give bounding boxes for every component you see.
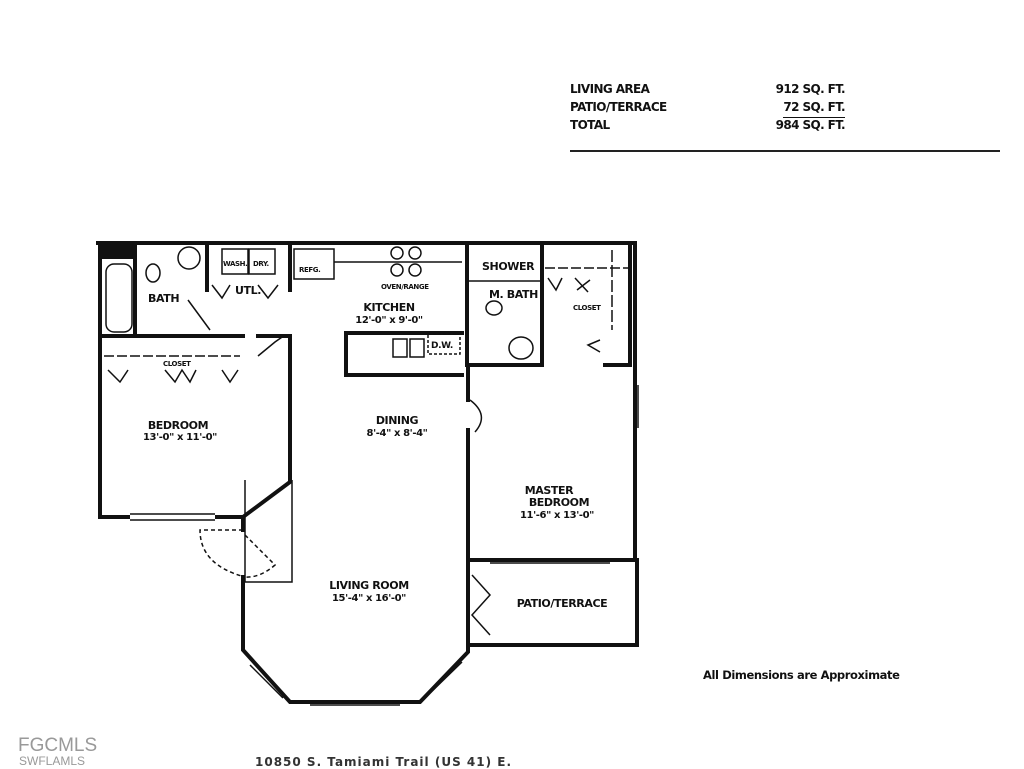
- label-living: LIVING ROOM: [329, 579, 409, 592]
- label-oven-range: OVEN/RANGE: [381, 283, 429, 291]
- label-closet-master: CLOSET: [573, 304, 601, 312]
- label-kitchen-dims: 12'-0" x 9'-0": [355, 315, 423, 326]
- label-bath: BATH: [148, 292, 179, 305]
- label-master: MASTER: [525, 484, 574, 497]
- address-text: 10850 S. Tamiami Trail (US 41) E.: [255, 755, 513, 769]
- area-label: PATIO/TERRACE: [570, 100, 667, 114]
- label-dining-dims: 8'-4" x 8'-4": [367, 428, 428, 439]
- label-shower: SHOWER: [482, 260, 535, 273]
- label-mbath: M. BATH: [489, 288, 538, 301]
- area-table: LIVING AREA 912 SQ. FT. PATIO/TERRACE 72 S…: [570, 82, 846, 136]
- label-living-dims: 15'-4" x 16'-0": [332, 593, 406, 604]
- area-value: 984 SQ. FT.: [775, 118, 846, 132]
- label-bedroom-dims: 13'-0" x 11'-0": [143, 432, 217, 443]
- area-value: 72 SQ. FT.: [783, 100, 846, 118]
- label-wash: WASH.: [223, 260, 247, 268]
- label-patio: PATIO/TERRACE: [517, 597, 608, 610]
- label-closet-bedroom: CLOSET: [163, 360, 191, 368]
- area-label: TOTAL: [570, 118, 610, 132]
- label-master-2: BEDROOM: [529, 496, 589, 509]
- dimensions-note: All Dimensions are Approximate: [703, 668, 900, 682]
- divider: [570, 150, 1000, 152]
- wall-corner: [98, 243, 134, 259]
- watermark-line1: FGCMLS: [18, 735, 98, 756]
- area-label: LIVING AREA: [570, 82, 650, 96]
- area-value: 912 SQ. FT.: [775, 82, 846, 96]
- label-refg: REFG.: [299, 266, 320, 274]
- label-bedroom: BEDROOM: [148, 419, 208, 432]
- label-master-dims: 11'-6" x 13'-0": [520, 510, 594, 521]
- label-dw: D.W.: [431, 341, 453, 351]
- area-row-patio: PATIO/TERRACE 72 SQ. FT.: [570, 100, 846, 118]
- label-dining: DINING: [376, 414, 419, 427]
- watermark-line2: SWFLAMLS: [19, 754, 86, 768]
- fixtures: [104, 246, 639, 706]
- watermark-logo: FGCMLS SWFLAMLS: [18, 736, 97, 767]
- area-row-living: LIVING AREA 912 SQ. FT.: [570, 82, 846, 100]
- label-utl: UTL.: [235, 284, 261, 297]
- area-row-total: TOTAL 984 SQ. FT.: [570, 118, 846, 136]
- label-kitchen: KITCHEN: [363, 301, 415, 314]
- label-dry: DRY.: [253, 260, 269, 268]
